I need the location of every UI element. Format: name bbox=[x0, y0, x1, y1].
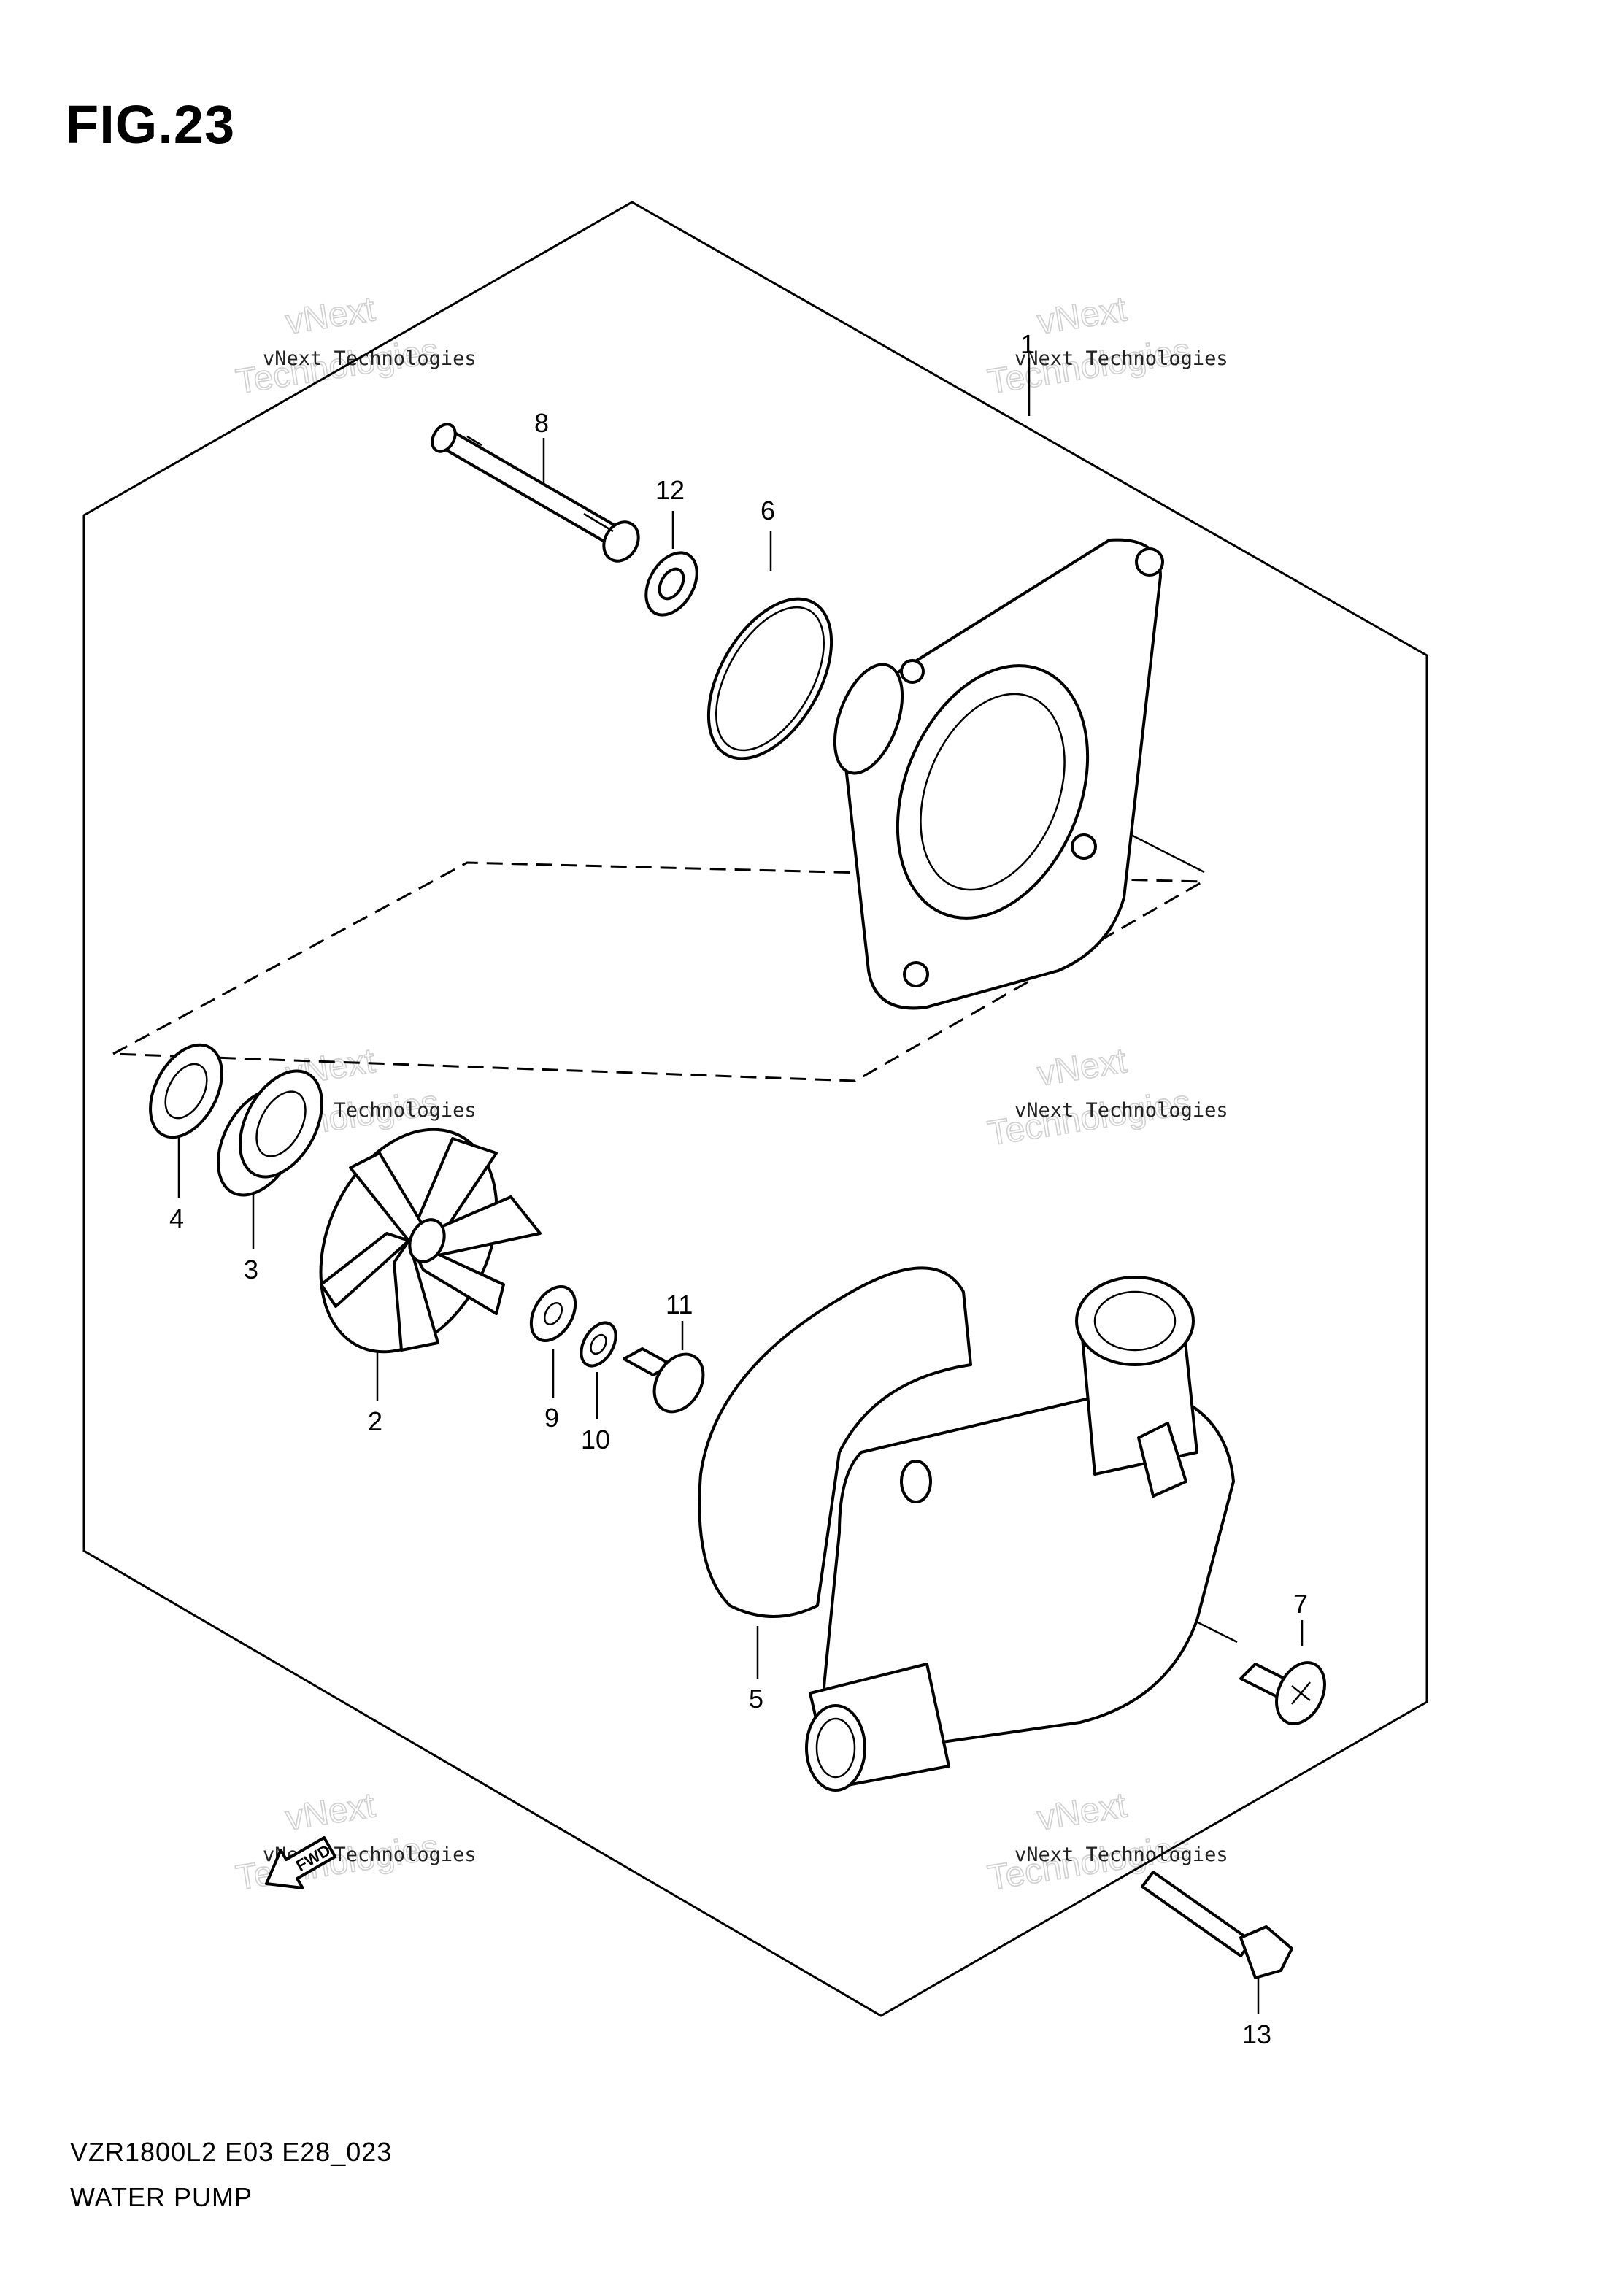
watermark-top-left: vNext Technologies vNext Technologies bbox=[233, 289, 477, 402]
part-bolt-7 bbox=[1239, 1661, 1326, 1725]
callout-7: 7 bbox=[1293, 1589, 1308, 1619]
callout-11: 11 bbox=[666, 1290, 693, 1320]
part-bolt-13 bbox=[1141, 1871, 1293, 1979]
part-o-ring-6 bbox=[706, 597, 833, 760]
callout-10: 10 bbox=[581, 1425, 610, 1455]
watermark-bottom-left: vNext Technologies vNext Technologies bbox=[233, 1785, 477, 1898]
part-washer-12 bbox=[644, 551, 698, 617]
svg-text:vNext Technologies: vNext Technologies bbox=[263, 347, 477, 370]
model-code: VZR1800L2 E03 E28_023 bbox=[70, 2137, 393, 2167]
callout-labels: 8 12 6 1 4 3 2 9 10 11 5 7 13 bbox=[169, 329, 1308, 2049]
part-washer-10 bbox=[580, 1321, 617, 1368]
part-washer-9 bbox=[529, 1285, 577, 1342]
callout-12: 12 bbox=[655, 475, 685, 505]
part-shaft bbox=[431, 423, 640, 563]
part-bolt-11 bbox=[623, 1347, 705, 1414]
fwd-arrow-icon bbox=[265, 1835, 337, 1889]
figure-title: FIG.23 bbox=[66, 94, 236, 155]
svg-text:vNext: vNext bbox=[283, 290, 377, 342]
part-pump-body bbox=[805, 1276, 1235, 1792]
callout-13: 13 bbox=[1242, 2019, 1271, 2049]
part-gasket-5 bbox=[698, 1266, 972, 1618]
callout-2: 2 bbox=[368, 1406, 382, 1436]
svg-text:vNext Technologies: vNext Technologies bbox=[1014, 347, 1228, 370]
callout-9: 9 bbox=[544, 1403, 559, 1433]
callout-1: 1 bbox=[1020, 329, 1035, 359]
svg-text:vNext: vNext bbox=[1035, 1041, 1129, 1094]
callout-6: 6 bbox=[761, 496, 775, 525]
part-pump-cover bbox=[833, 538, 1164, 1010]
callout-8: 8 bbox=[534, 408, 549, 438]
svg-text:vNext Technologies: vNext Technologies bbox=[1014, 1844, 1228, 1866]
svg-text:vNext Technologies: vNext Technologies bbox=[1014, 1099, 1228, 1122]
section-name: WATER PUMP bbox=[70, 2182, 253, 2212]
part-mechanical-seal-3 bbox=[216, 1069, 324, 1197]
callout-3: 3 bbox=[244, 1255, 258, 1284]
callout-5: 5 bbox=[749, 1684, 763, 1714]
svg-text:vNext: vNext bbox=[283, 1786, 377, 1838]
watermark-mid-right: vNext Technologies vNext Technologies bbox=[985, 1041, 1228, 1154]
svg-text:vNext: vNext bbox=[1035, 290, 1129, 342]
svg-text:vNext: vNext bbox=[1035, 1786, 1129, 1838]
watermark-top-right: vNext Technologies vNext Technologies bbox=[985, 289, 1228, 402]
part-oil-seal-4 bbox=[149, 1043, 223, 1139]
assembly-outline bbox=[82, 201, 1428, 2017]
callout-4: 4 bbox=[169, 1203, 184, 1233]
part-impeller-2 bbox=[319, 1128, 542, 1354]
